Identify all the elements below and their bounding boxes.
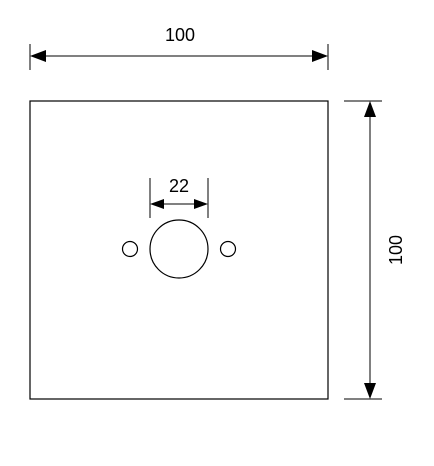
width-arrow-left: [30, 50, 46, 62]
height-arrow-top: [364, 101, 376, 117]
center-hole-group: 22: [149, 176, 209, 279]
width-label: 100: [165, 25, 195, 45]
mounting-hole-left: [121, 240, 139, 258]
height-label: 100: [386, 235, 406, 265]
plate-outline: [29, 100, 329, 400]
center-hole: [149, 219, 209, 279]
mounting-hole-right: [219, 240, 237, 258]
hole-arrow-left: [150, 199, 164, 209]
height-arrow-bottom: [364, 383, 376, 399]
height-dimension: 100: [344, 100, 406, 400]
hole-arrow-right: [194, 199, 208, 209]
width-dimension: 100: [29, 25, 329, 70]
hole-diameter-label: 22: [169, 176, 189, 196]
width-arrow-right: [312, 50, 328, 62]
